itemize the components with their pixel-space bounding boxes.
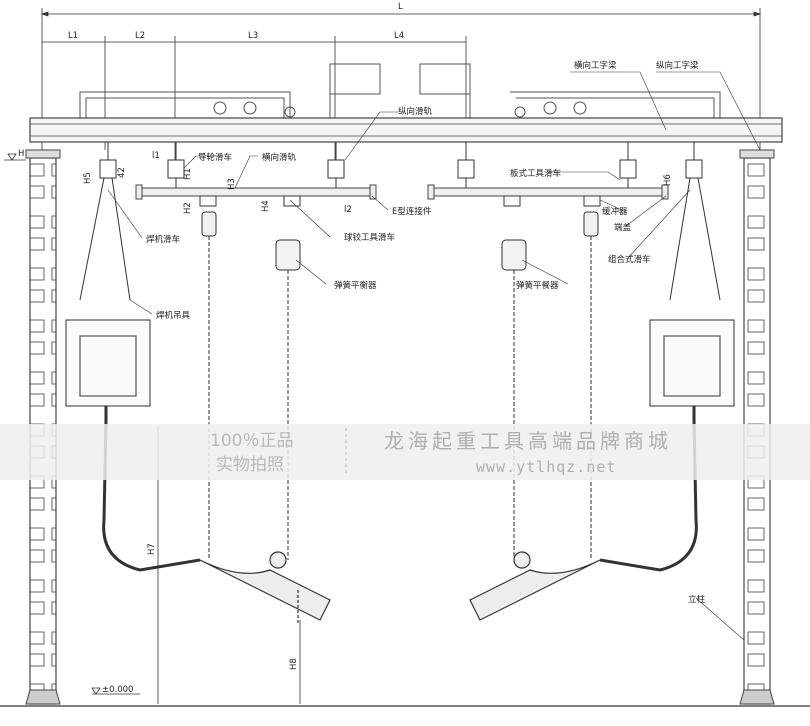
dim-H4: H4 bbox=[261, 200, 271, 212]
dim-L1: L1 bbox=[68, 31, 78, 41]
label-transverse-i-beam: 横向工字梁 bbox=[574, 60, 617, 71]
label-combined-trolley: 组合式滑车 bbox=[608, 254, 651, 265]
dim-H7: H7 bbox=[147, 543, 157, 555]
label-longitudinal-i-beam: 纵向工字梁 bbox=[656, 60, 699, 71]
dim-H6: H6 bbox=[663, 174, 673, 186]
top-piping bbox=[79, 63, 721, 120]
dim-L4: L4 bbox=[394, 31, 404, 41]
label-transverse-rail: 横向滑轨 bbox=[262, 152, 297, 163]
label-spring-balancer-left: 弹簧平衡器 bbox=[334, 280, 377, 291]
dim-l2: l2 bbox=[344, 205, 352, 215]
dim-L3: L3 bbox=[248, 31, 258, 41]
welder-right bbox=[599, 177, 735, 572]
spring-balancers bbox=[201, 211, 599, 271]
label-end-cap: 端盖 bbox=[614, 222, 632, 233]
dim-H8: H8 bbox=[289, 658, 299, 670]
dim-H: H bbox=[18, 149, 24, 159]
label-ball-tool-trolley: 球铰工具滑车 bbox=[344, 232, 395, 243]
label-longitudinal-rail: 纵向滑轨 bbox=[398, 106, 433, 117]
beam-trolleys bbox=[99, 142, 703, 188]
weld-gun-right bbox=[469, 551, 601, 621]
watermark-line1: 100％正品 bbox=[210, 431, 293, 451]
label-welder-hanger: 焊机吊具 bbox=[156, 310, 191, 321]
ground-level: ±0.000 bbox=[102, 685, 133, 695]
welder-left bbox=[65, 177, 201, 572]
transverse-rails bbox=[135, 184, 669, 200]
watermark: 100％正品 实物拍照 龙海起重工具高端品牌商城 www.ytlhqz.net bbox=[0, 424, 810, 480]
longitudinal-beam bbox=[29, 117, 783, 143]
dim-H3: H3 bbox=[227, 178, 237, 190]
rail-trolleys bbox=[199, 195, 601, 207]
dimension-lines bbox=[40, 8, 762, 170]
dim-l1: l1 bbox=[152, 151, 160, 161]
watermark-url: www.ytlhqz.net bbox=[476, 458, 616, 476]
watermark-shop: 龙海起重工具高端品牌商城 bbox=[384, 429, 672, 453]
dim-H5: H5 bbox=[83, 172, 93, 184]
leader-lines bbox=[107, 71, 761, 641]
label-spring-balancer-right: 弹簧平餐器 bbox=[516, 280, 559, 291]
dim-L: L bbox=[398, 2, 403, 12]
label-guide-wheel-trolley: 导轮滑车 bbox=[198, 152, 232, 163]
label-e-connector: E型连接件 bbox=[392, 206, 432, 217]
dim-L2: L2 bbox=[135, 31, 145, 41]
label-buffer: 缓冲器 bbox=[602, 206, 628, 217]
dim-H1: H1 bbox=[183, 168, 193, 180]
dim-H2: H2 bbox=[183, 202, 193, 214]
label-plate-tool-trolley: 板式工具滑车 bbox=[510, 168, 561, 179]
hanging-cables bbox=[208, 236, 592, 560]
weld-gun-left bbox=[199, 551, 331, 625]
label-welder-trolley: 焊机滑车 bbox=[146, 234, 180, 245]
watermark-line2: 实物拍照 bbox=[216, 455, 284, 475]
label-column: 立柱 bbox=[688, 594, 706, 605]
dim-42: 42 bbox=[117, 167, 127, 178]
